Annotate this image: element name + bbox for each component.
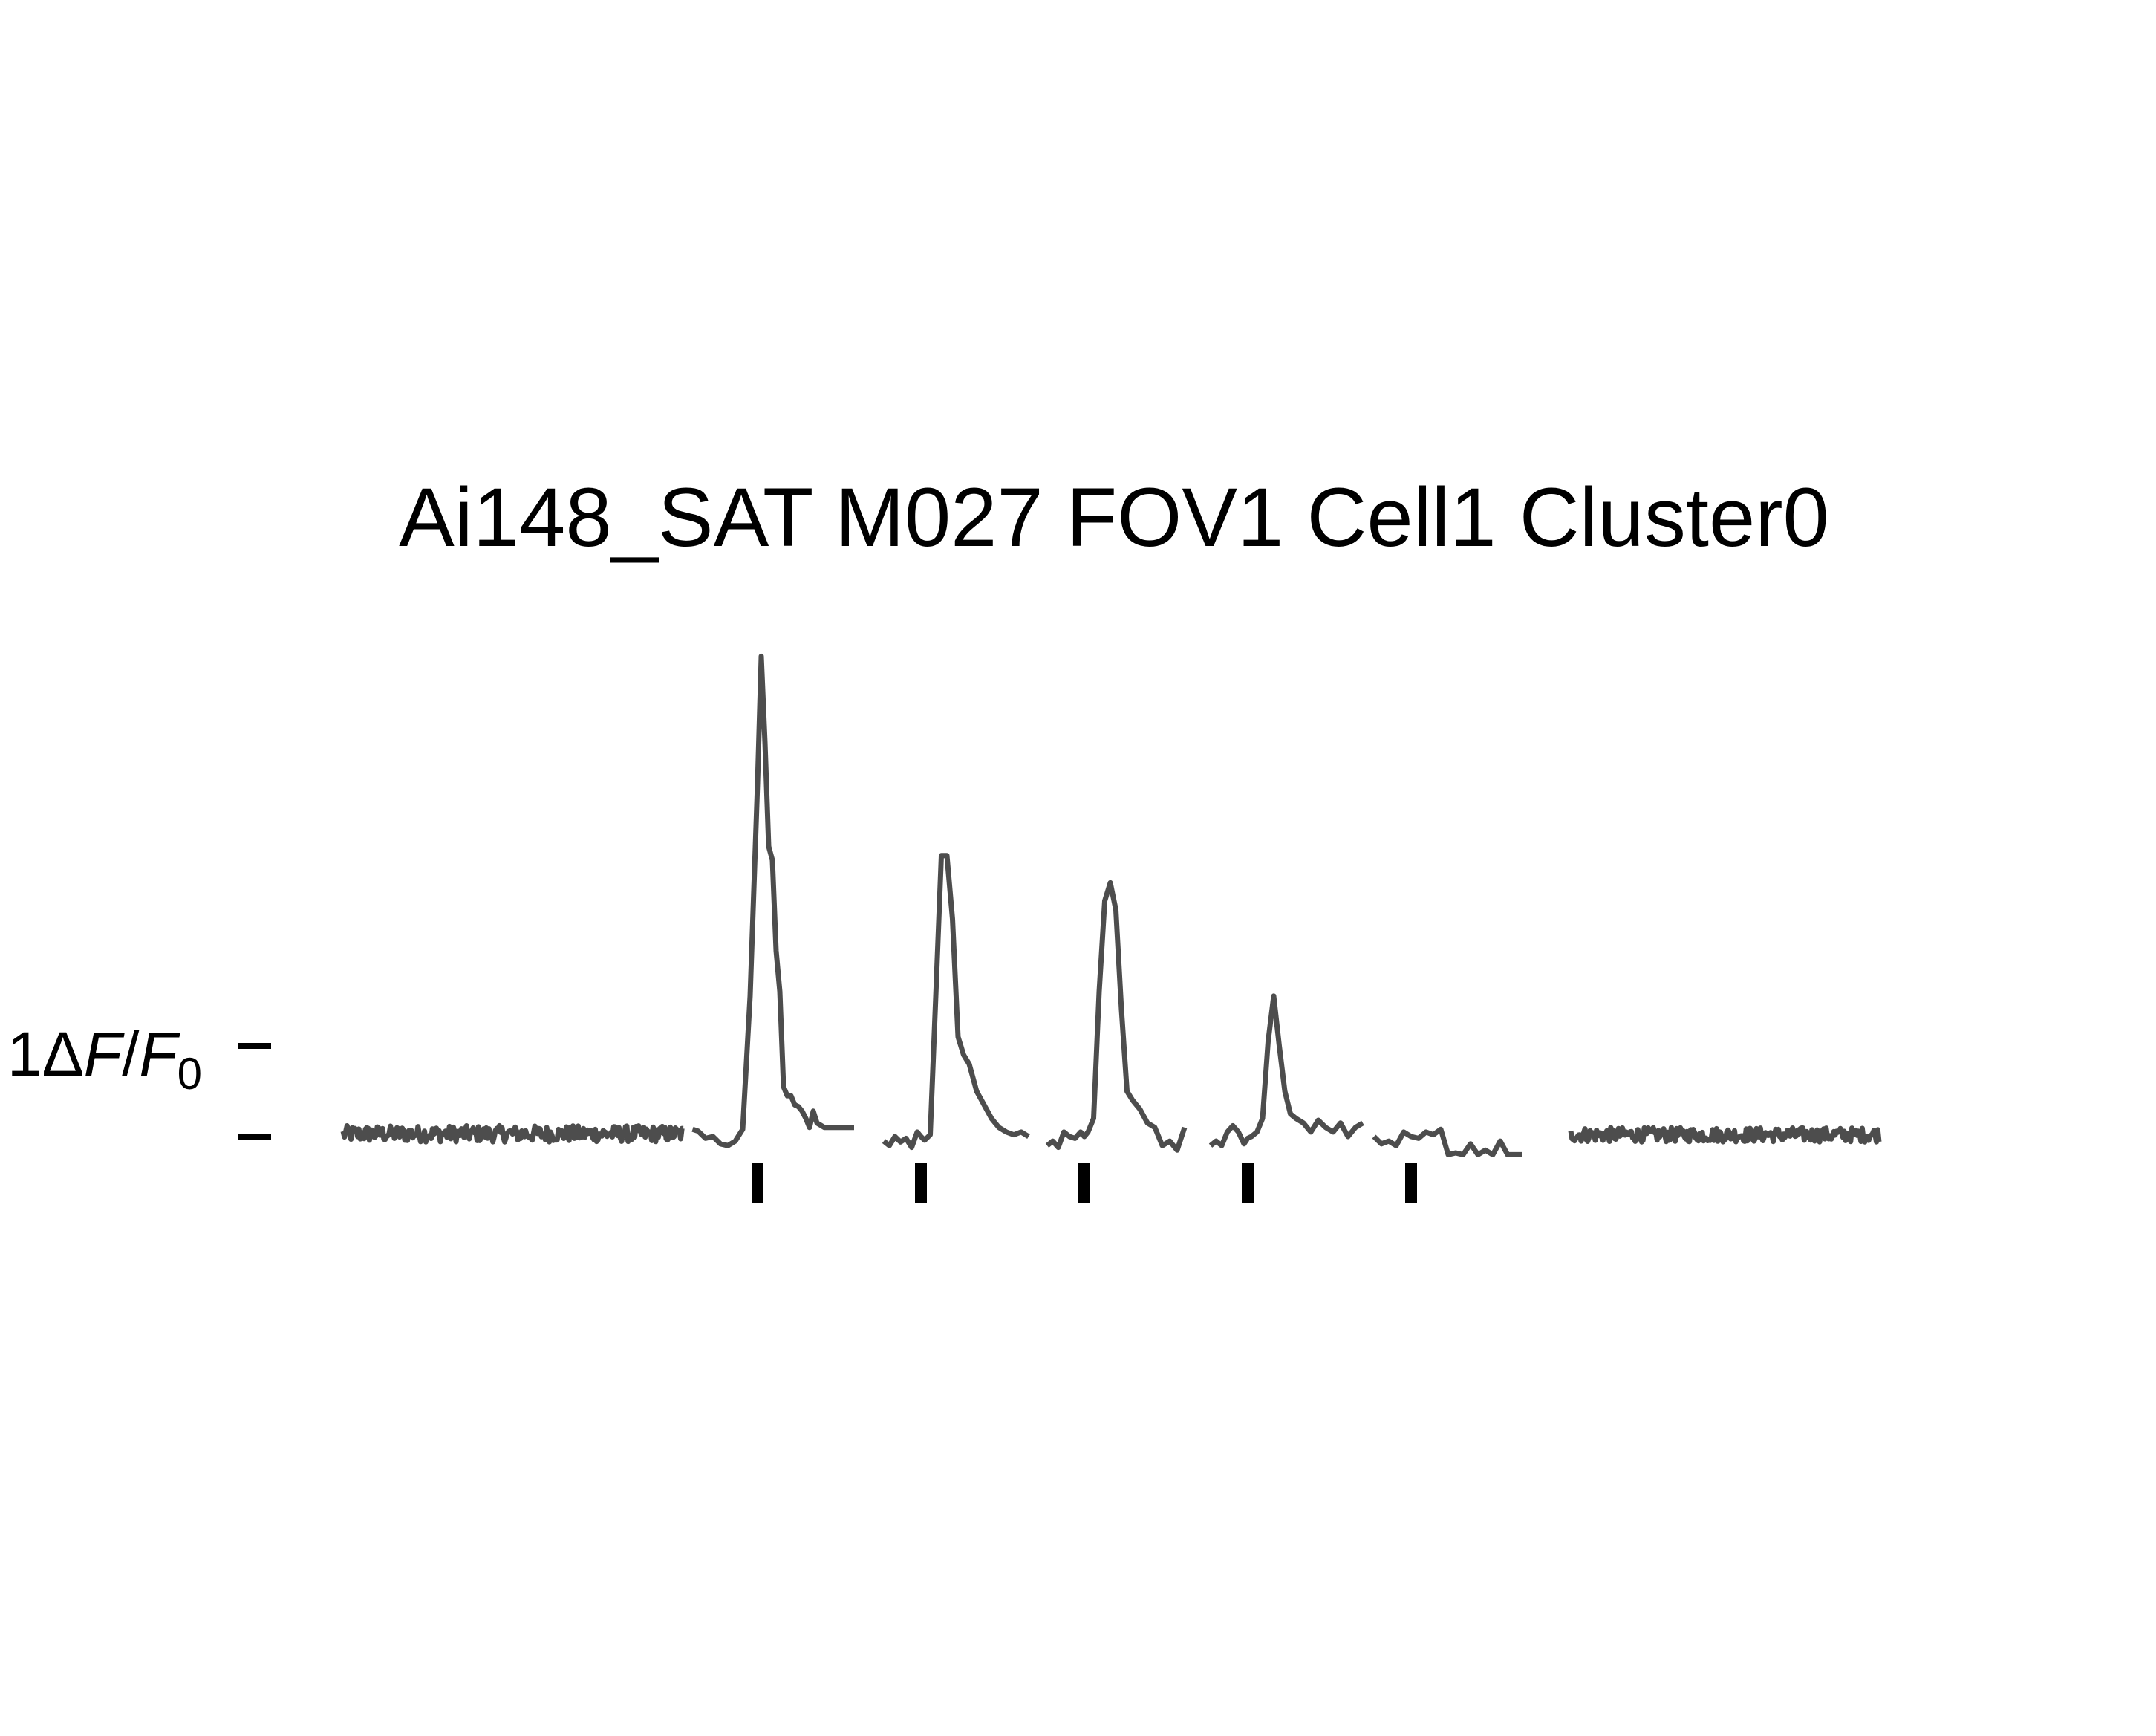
trace-trial-1: [691, 653, 854, 1148]
stimulus-marker-2: [915, 1163, 927, 1203]
scale-bar-label: 1ΔF/F0: [7, 1019, 202, 1099]
stimulus-marker-5: [1405, 1163, 1417, 1203]
trace-trial-2: [882, 853, 1030, 1151]
trace-pre-baseline: [340, 1122, 685, 1145]
scale-bar-subscript: 0: [178, 1049, 202, 1099]
trace-trial-5: [1372, 1126, 1522, 1157]
scale-bar-f: F: [84, 1019, 126, 1089]
trace-group: [340, 653, 1882, 1157]
stimulus-marker-4: [1242, 1163, 1254, 1203]
trace-post-baseline: [1568, 1125, 1882, 1145]
stimulus-marker-1: [752, 1163, 763, 1203]
scale-bar-value: 1: [7, 1019, 42, 1089]
scale-bar-f0: F: [139, 1019, 180, 1089]
stimulus-marker-3: [1078, 1163, 1090, 1203]
chart-title: Ai148_SAT M027 FOV1 Cell1 Cluster0: [399, 471, 1829, 564]
stimulus-group: [752, 1163, 1417, 1203]
trace-trial-4: [1208, 993, 1364, 1148]
trace-trial-3: [1045, 880, 1188, 1153]
scale-bar-group: 1ΔF/F0: [7, 1019, 271, 1140]
scale-bar-slash: /: [122, 1019, 140, 1089]
scale-bar-delta: Δ: [42, 1019, 84, 1089]
